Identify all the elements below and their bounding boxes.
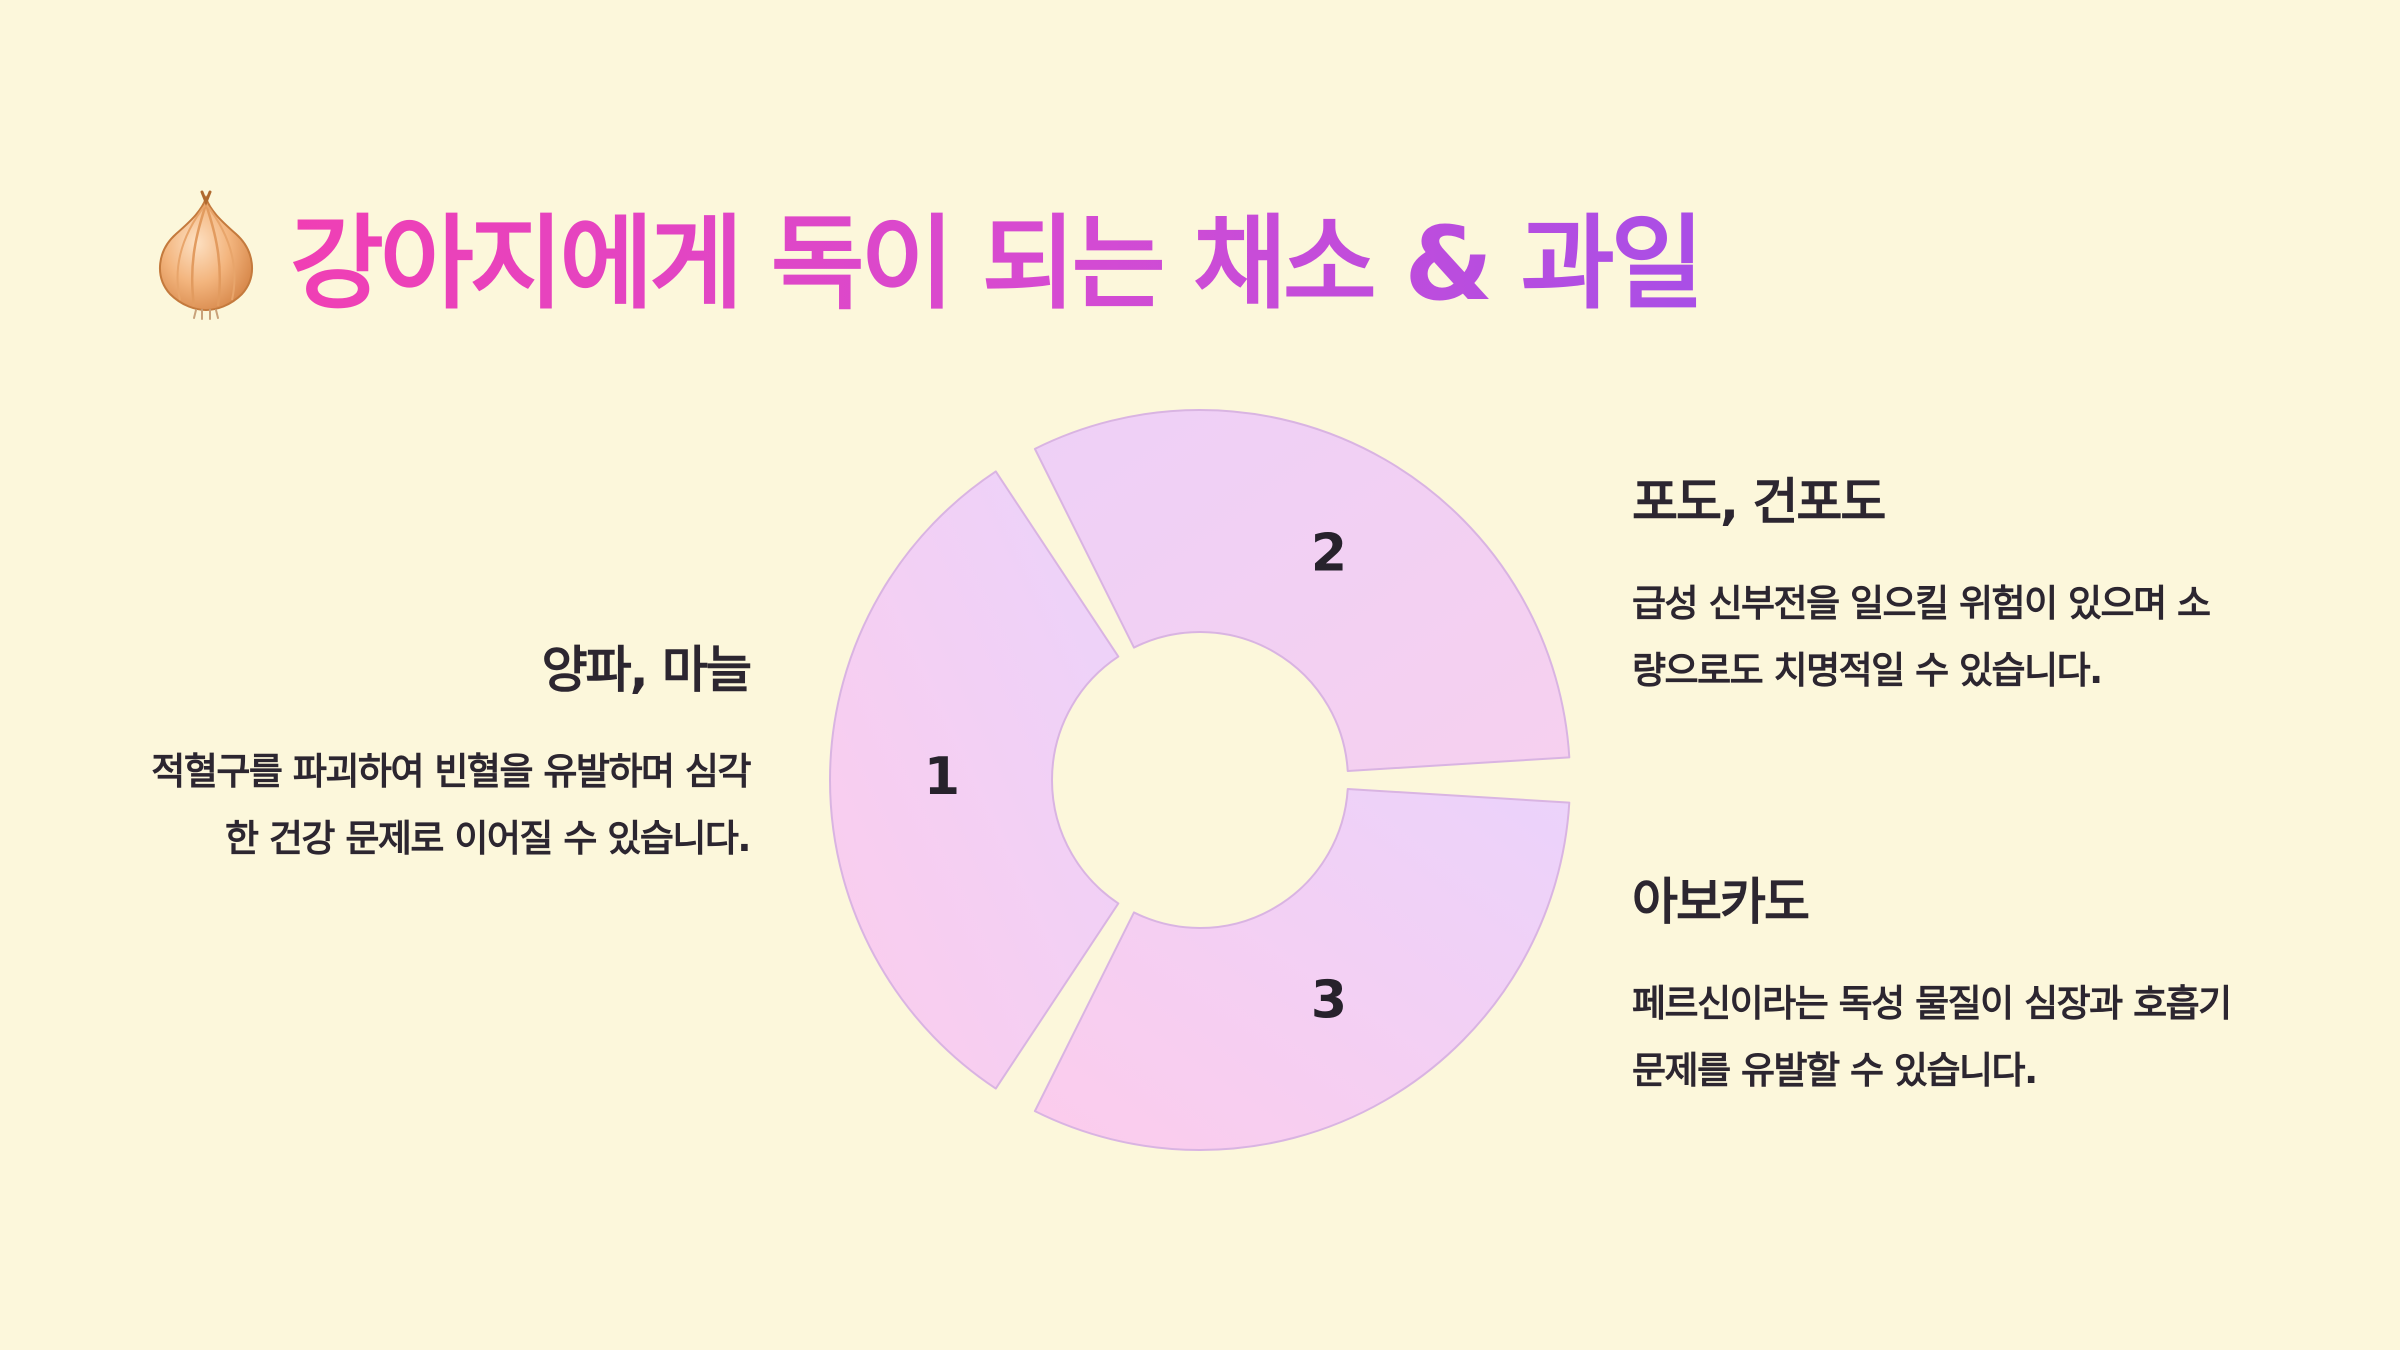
- item-grapes-raisins: 포도, 건포도 급성 신부전을 일으킬 위험이 있으며 소량으로도 치명적일 수…: [1632, 462, 2232, 704]
- diagram-segment-3: [1033, 788, 1571, 1151]
- item-desc-grapes-raisins: 급성 신부전을 일으킬 위험이 있으며 소량으로도 치명적일 수 있습니다.: [1632, 582, 2211, 692]
- item-title-onion-garlic: 양파, 마늘: [541, 641, 752, 699]
- diagram-segment-number-3: 3: [1311, 970, 1347, 1030]
- item-desc-avocado: 페르신이라는 독성 물질이 심장과 호흡기 문제를 유발할 수 있습니다.: [1632, 982, 2232, 1092]
- diagram-segment-2: [1033, 409, 1571, 772]
- page-title: 강아지에게 독이 되는 채소 & 과일: [290, 182, 1704, 329]
- onion-icon: [158, 190, 254, 320]
- item-title-avocado: 아보카도: [1632, 873, 1810, 931]
- diagram-segment-number-2: 2: [1311, 524, 1347, 584]
- diagram-segment-number-1: 1: [924, 747, 960, 807]
- diagram-labels: 1 2 3: [924, 524, 1347, 1031]
- item-onion-garlic: 양파, 마늘 적혈구를 파괴하여 빈혈을 유발하며 심각한 건강 문제로 이어질…: [150, 630, 752, 872]
- title-row: 강아지에게 독이 되는 채소 & 과일: [150, 190, 1704, 324]
- item-avocado: 아보카도 페르신이라는 독성 물질이 심장과 호흡기 문제를 유발할 수 있습니…: [1632, 862, 2232, 1104]
- diagram-segments: [828, 409, 1571, 1151]
- item-title-grapes-raisins: 포도, 건포도: [1632, 473, 1886, 531]
- item-desc-onion-garlic: 적혈구를 파괴하여 빈혈을 유발하며 심각한 건강 문제로 이어질 수 있습니다…: [151, 750, 751, 860]
- cycle-diagram: 1 2 3: [828, 409, 1571, 1151]
- diagram-segment-1: [828, 470, 1120, 1090]
